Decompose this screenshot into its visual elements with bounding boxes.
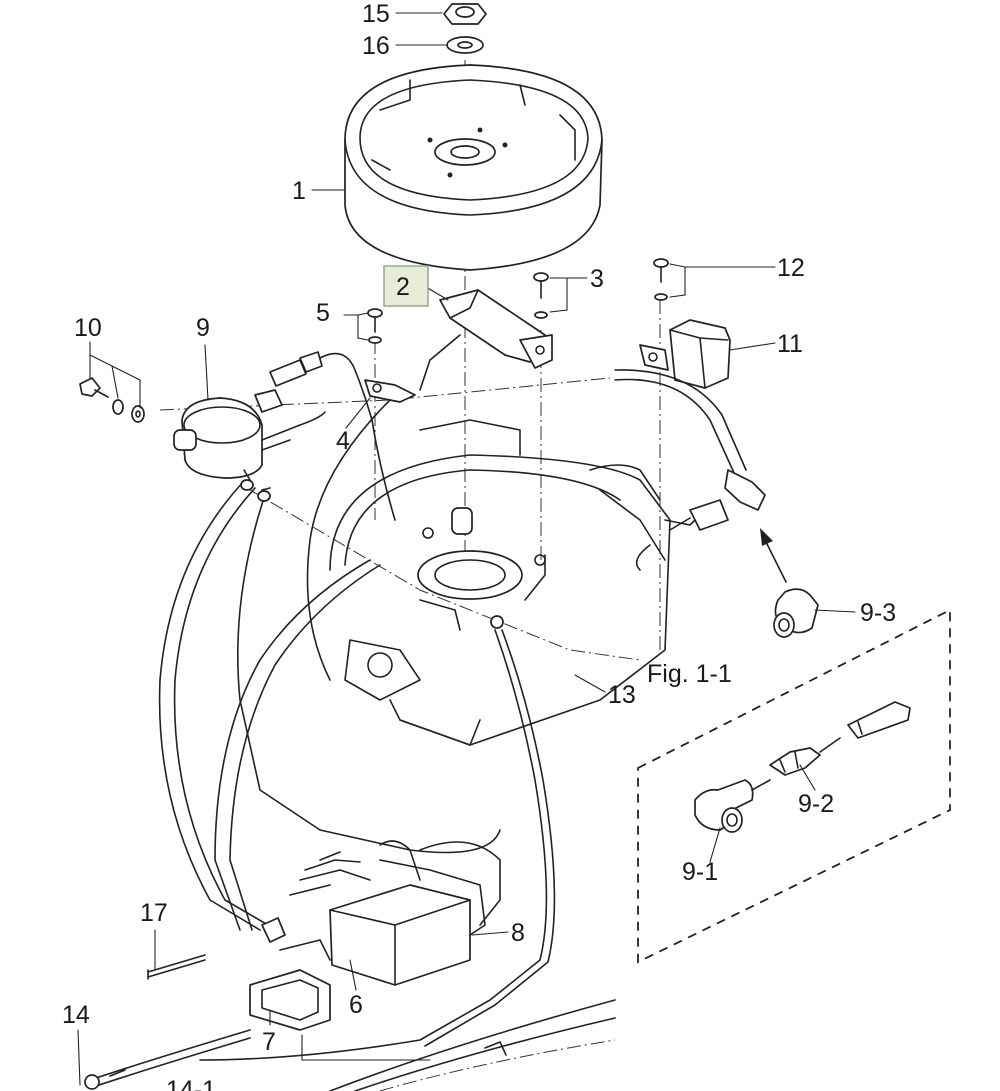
leader-lines: [77, 12, 856, 1086]
ignition-coil-9: [173, 389, 326, 479]
arrow-to-9-3: [760, 528, 787, 583]
callout-17: 17: [140, 899, 168, 927]
callout-14-1: 14-1: [166, 1076, 216, 1091]
callout-9-1: 9-1: [682, 858, 718, 886]
callout-7: 7: [262, 1028, 276, 1056]
callout-9-3: 9-3: [860, 599, 896, 627]
wire-clamp-4: [364, 379, 416, 403]
cdi-unit-8: [289, 840, 501, 986]
callout-13: 13: [608, 681, 636, 709]
callout-10: 10: [74, 314, 102, 342]
pulser-coil-2: [439, 289, 553, 369]
harness-axis-line: [249, 489, 641, 661]
highlight-box-2: [383, 265, 429, 307]
bracket-7: [249, 939, 331, 1031]
high-tension-lead: [614, 369, 766, 571]
harness-clamp: [261, 917, 286, 943]
bullet-connector: [269, 351, 396, 521]
figure-label: Fig. 1-1: [647, 660, 732, 688]
screw-3: [533, 272, 549, 319]
cable-end: [847, 701, 911, 739]
callout-8: 8: [511, 919, 525, 947]
inset-dashed-box: [637, 608, 951, 964]
plug-cap-9-3: [773, 588, 819, 638]
callout-11: 11: [777, 330, 803, 358]
callout-2: 2: [396, 273, 410, 301]
wiring-harness: [158, 334, 556, 1061]
callout-3: 3: [590, 265, 604, 293]
nut-15: [443, 3, 487, 25]
bolt-10: [79, 377, 145, 423]
plug-cap-9-1: [694, 779, 771, 833]
cable-tie-17: [147, 954, 206, 980]
terminal-9-2: [769, 737, 841, 776]
callout-4: 4: [336, 427, 350, 455]
screw-12: [653, 258, 669, 301]
rectifier-11: [639, 319, 731, 389]
screw-5: [367, 308, 383, 344]
ground-lead-14: [84, 1029, 251, 1090]
flywheel-1: [344, 64, 603, 271]
callout-9-2: 9-2: [798, 790, 834, 818]
washer-16: [446, 36, 484, 54]
engine-block-13: [329, 419, 701, 746]
callout-16: 16: [362, 32, 390, 60]
callout-5: 5: [316, 299, 330, 327]
callout-9: 9: [196, 314, 210, 342]
lower-chassis: [329, 999, 616, 1091]
callout-14: 14: [62, 1001, 90, 1029]
callout-15: 15: [362, 0, 390, 28]
callout-6: 6: [349, 991, 363, 1019]
callout-1: 1: [292, 177, 306, 205]
callout-12: 12: [777, 254, 805, 282]
